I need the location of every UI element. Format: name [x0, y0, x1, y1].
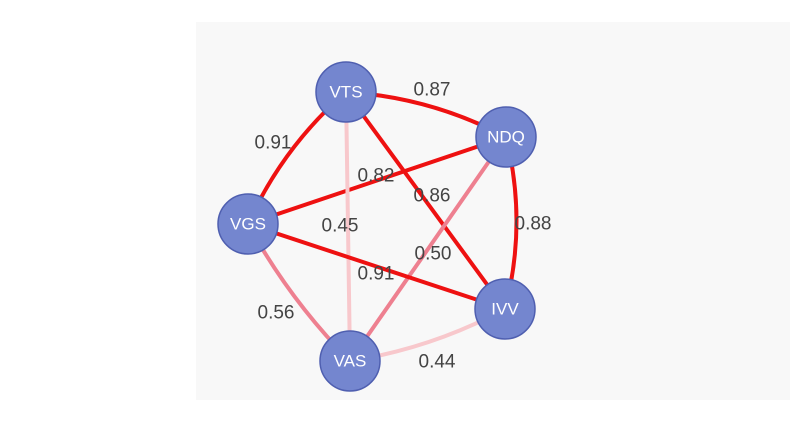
edge-label-vts-ndq: 0.87 [414, 80, 451, 101]
node-label-vgs: VGS [230, 215, 266, 234]
node-circle-ndq [475, 106, 537, 168]
node-circle-ivv [474, 278, 536, 340]
edge-label-vts-ivv: 0.86 [414, 186, 451, 207]
edge-label-vgs-vas: 0.56 [258, 303, 295, 324]
node-vts: VTS [315, 61, 377, 123]
edge-label-vgs-ivv: 0.91 [358, 264, 395, 285]
edge-ndq-vas [348, 135, 508, 363]
edge-vgs-ivv [246, 222, 507, 311]
edge-vts-ivv [344, 90, 507, 311]
edge-ndq-vgs [246, 135, 508, 226]
edge-label-ndq-ivv: 0.88 [515, 214, 552, 235]
node-label-vts: VTS [329, 83, 362, 102]
node-label-ndq: NDQ [487, 128, 525, 147]
edge-label-vas-ivv: 0.44 [419, 352, 456, 373]
node-vgs: VGS [217, 193, 279, 255]
edge-labels-layer: 0.87 0.91 0.82 0.86 0.88 0.45 0.50 0.91 0.56 0.44 [255, 80, 552, 373]
node-label-ivv: IVV [491, 300, 519, 319]
node-circle-vas [319, 330, 381, 392]
node-circle-vgs [217, 193, 279, 255]
edge-label-vts-vgs: 0.91 [255, 133, 292, 154]
node-ndq: NDQ [475, 106, 537, 168]
edge-label-ndq-vgs: 0.82 [358, 166, 395, 187]
nodes-layer: VTS NDQ VGS IVV VAS [217, 61, 537, 392]
edge-label-ndq-vas: 0.50 [415, 244, 452, 265]
edge-label-vts-vas: 0.45 [322, 216, 359, 237]
node-label-vas: VAS [334, 352, 367, 371]
node-ivv: IVV [474, 278, 536, 340]
node-circle-vts [315, 61, 377, 123]
node-vas: VAS [319, 330, 381, 392]
edge-vts-vas [344, 90, 352, 363]
